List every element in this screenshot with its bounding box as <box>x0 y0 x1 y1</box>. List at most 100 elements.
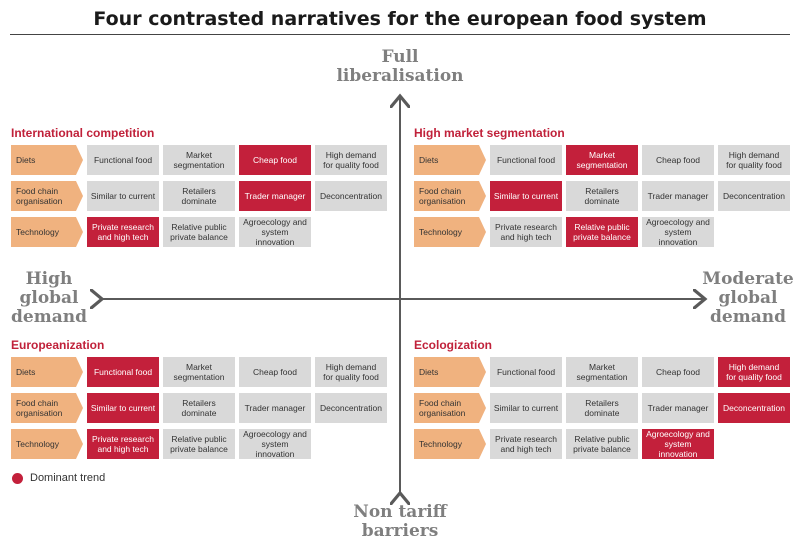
row-label-text: Diets <box>16 155 36 165</box>
option-cell: Trader manager <box>239 393 311 423</box>
option-cell-dominant: Cheap food <box>239 145 311 175</box>
row-label-arrow-shape <box>11 393 83 423</box>
axis-label-right-line-3: demand <box>710 307 786 327</box>
axis-label-bottom: Non tariff barriers <box>320 503 480 541</box>
row-label-arrow-shape <box>414 393 486 423</box>
row-label-arrow-shape <box>414 217 486 247</box>
option-cell: Cheap food <box>642 357 714 387</box>
option-cell: Trader manager <box>642 393 714 423</box>
axis-label-top-line-2: liberalisation <box>336 66 464 86</box>
row-label-arrow-shape <box>11 357 83 387</box>
row-label-text: Diets <box>419 155 439 165</box>
axis-label-top-line-1: Full <box>381 47 419 67</box>
row-label: Diets <box>414 145 486 175</box>
option-cell: Trader manager <box>642 181 714 211</box>
row-label-arrow-shape <box>11 145 83 175</box>
option-cell: Deconcentration <box>718 181 790 211</box>
row-label: Technology <box>414 429 486 459</box>
option-cell-dominant: Similar to current <box>87 393 159 423</box>
title-divider <box>10 34 790 35</box>
row-label-text: Technology <box>16 227 60 237</box>
row-label-text: Technology <box>16 439 60 449</box>
option-cell-dominant: Deconcentration <box>718 393 790 423</box>
row-label-text: Diets <box>419 367 439 377</box>
row-label: Technology <box>11 217 83 247</box>
option-cell-dominant: Trader manager <box>239 181 311 211</box>
dominant-trend-dot-icon <box>12 472 23 484</box>
row-label-arrow-shape <box>11 181 83 211</box>
row-label-arrow-shape <box>414 429 486 459</box>
row-label-arrow-shape <box>414 181 486 211</box>
row-label-arrow-shape <box>414 145 486 175</box>
row-label-text: Technology <box>419 227 463 237</box>
row-label: Diets <box>11 357 83 387</box>
axis-label-bottom-line-2: barriers <box>361 521 439 541</box>
page-title: Four contrasted narratives for the europ… <box>93 8 707 30</box>
quadrant-title: High market segmentation <box>414 126 565 140</box>
option-cell: Deconcentration <box>315 181 387 211</box>
row-label-arrow-shape <box>414 357 486 387</box>
axis-label-left-line-1: High <box>25 269 73 289</box>
row-label: Diets <box>11 145 83 175</box>
quadrant-title: International competition <box>11 126 155 140</box>
row-label-arrow-shape <box>11 429 83 459</box>
axis-label-top: Full liberalisation <box>320 48 480 86</box>
option-cell-dominant: Functional food <box>87 357 159 387</box>
row-label: Technology <box>414 217 486 247</box>
row-label: Diets <box>414 357 486 387</box>
option-cell: Similar to current <box>490 393 562 423</box>
axis-label-left-line-3: demand <box>11 307 87 327</box>
legend-label: Dominant trend <box>30 472 106 484</box>
option-cell: Similar to current <box>87 181 159 211</box>
axis-label-right-line-2: global <box>718 288 778 308</box>
row-label: Technology <box>11 429 83 459</box>
option-cell: Functional food <box>490 145 562 175</box>
axis-label-left-line-2: global <box>19 288 79 308</box>
axis-label-right: Moderate global demand <box>698 270 798 327</box>
quadrant-title: Ecologization <box>414 338 492 352</box>
row-label-text: Diets <box>16 367 36 377</box>
option-cell: Functional food <box>490 357 562 387</box>
option-cell: Functional food <box>87 145 159 175</box>
option-cell-dominant: Similar to current <box>490 181 562 211</box>
axis-label-bottom-line-1: Non tariff <box>353 502 447 522</box>
option-cell: Deconcentration <box>315 393 387 423</box>
option-cell: Cheap food <box>239 357 311 387</box>
quadrant-title: Europeanization <box>11 338 105 352</box>
legend: Dominant trend <box>12 472 105 484</box>
axis-label-left: High global demand <box>4 270 94 327</box>
row-label-text: Technology <box>419 439 463 449</box>
